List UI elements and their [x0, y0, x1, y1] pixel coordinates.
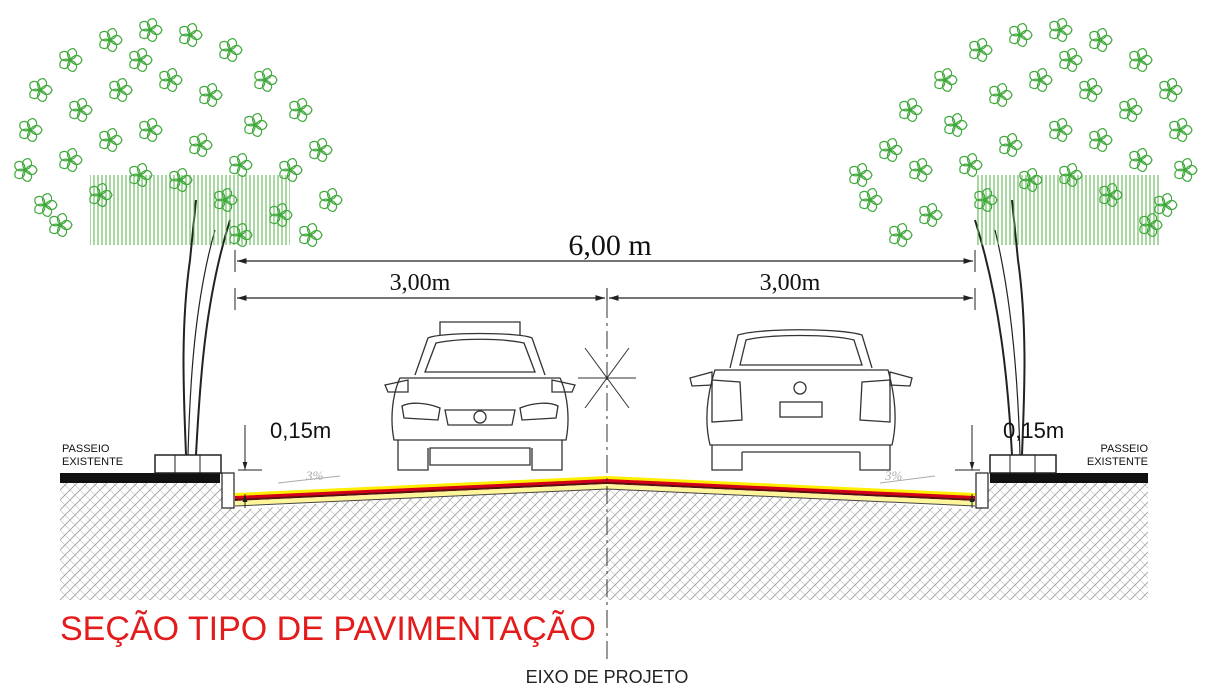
sidewalk-left-label-1: PASSEIO	[62, 443, 110, 455]
sidewalk-right-label-2: EXISTENTE	[1087, 456, 1148, 468]
axis-label: EIXO DE PROJETO	[526, 667, 689, 687]
tree-left	[13, 17, 342, 456]
dimension-left-lane-label: 3,00m	[390, 270, 451, 296]
car-rear-icon	[689, 329, 913, 471]
dimension-curb-left-label: 0,15m	[270, 418, 331, 443]
dimension-curb-right: 0,15m	[955, 418, 1064, 508]
curb-right	[975, 454, 1057, 509]
sidewalk-right-slab	[990, 473, 1148, 483]
slope-left: 3%	[277, 468, 341, 484]
pavement-layers	[234, 476, 976, 507]
dimension-total-label: 6,00 m	[568, 229, 651, 262]
ground-fill	[60, 482, 1148, 600]
car-front-icon	[384, 321, 576, 471]
sidewalk-left-label-2: EXISTENTE	[62, 456, 123, 468]
dimension-right-lane-label: 3,00m	[760, 270, 821, 296]
sidewalk-right-label-1: PASSEIO	[1101, 443, 1149, 455]
sidewalk-left-slab	[60, 473, 220, 483]
drawing-title: SEÇÃO TIPO DE PAVIMENTAÇÃO	[60, 610, 596, 648]
dimension-left-lane: 3,00m	[234, 270, 608, 310]
slope-left-label: 3%	[305, 468, 324, 483]
dimension-total: 6,00 m	[234, 229, 976, 272]
slope-right-label: 3%	[884, 468, 903, 483]
slope-right: 3%	[879, 468, 936, 484]
dimension-curb-right-label: 0,15m	[1003, 418, 1064, 443]
centerline	[578, 300, 636, 660]
dimension-curb-left: 0,15m	[238, 418, 331, 508]
dimension-right-lane: 3,00m	[609, 270, 976, 310]
tree-right	[848, 17, 1197, 456]
centerline-cross-icon	[578, 347, 636, 409]
